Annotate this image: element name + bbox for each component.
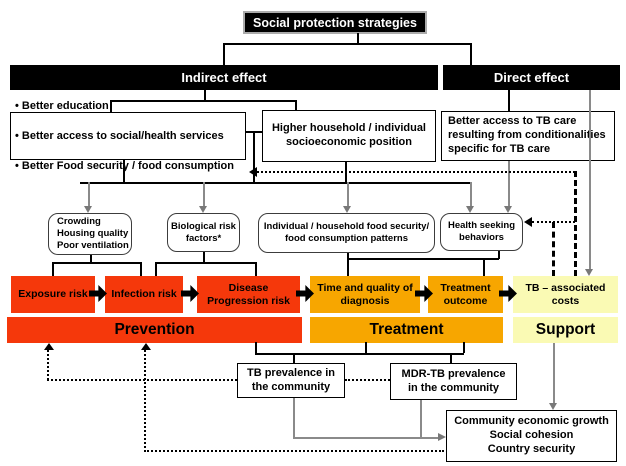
arrow-line bbox=[203, 182, 205, 206]
arrow-left-icon bbox=[249, 167, 257, 177]
connector-line bbox=[155, 262, 157, 276]
arrow-line bbox=[508, 161, 510, 206]
connector-line bbox=[52, 262, 141, 264]
feedback-dotted-line bbox=[345, 379, 390, 381]
connector-line bbox=[470, 43, 472, 65]
connector-line bbox=[450, 353, 452, 363]
connector-line bbox=[498, 251, 500, 259]
arrow-down-icon bbox=[84, 206, 92, 213]
arrow-line bbox=[293, 398, 295, 438]
arrow-line bbox=[470, 182, 472, 206]
connector-line bbox=[293, 353, 295, 363]
connector-line bbox=[204, 90, 206, 100]
arrow-down-icon bbox=[549, 403, 557, 410]
biological-risk-box: Biological risk factors* bbox=[167, 213, 240, 252]
arrow-line bbox=[88, 182, 90, 206]
bullet-icon: • bbox=[15, 129, 19, 142]
connector-line bbox=[508, 90, 510, 111]
connector-line bbox=[110, 100, 296, 102]
arrow-up-icon bbox=[44, 343, 54, 350]
direct-effect-bar: Direct effect bbox=[443, 65, 620, 90]
feedback-dotted-line bbox=[144, 450, 444, 452]
arrow-line bbox=[420, 400, 422, 438]
arrow-line bbox=[293, 437, 438, 439]
community-outcomes-box: Community economic growth Social cohesio… bbox=[446, 410, 617, 462]
connector-line bbox=[347, 258, 499, 260]
arrow-up-icon bbox=[141, 343, 151, 350]
connector-line bbox=[255, 262, 257, 276]
connector-line bbox=[253, 131, 255, 182]
connector-line bbox=[255, 353, 464, 355]
connector-line bbox=[203, 252, 205, 262]
arrow-right-icon bbox=[438, 433, 446, 441]
arrow-line bbox=[553, 343, 555, 403]
connector-line bbox=[80, 182, 471, 184]
living-conditions-box: Crowding Housing quality Poor ventilatio… bbox=[48, 213, 132, 255]
benefit-item: • Better education bbox=[15, 99, 109, 112]
arrow-left-icon bbox=[524, 217, 532, 227]
arrow-down-icon bbox=[504, 206, 512, 213]
tb-costs-box: TB – associated costs bbox=[513, 276, 618, 313]
connector-line bbox=[90, 255, 92, 262]
prevention-bar: Prevention bbox=[7, 317, 302, 343]
feedback-dotted-line bbox=[144, 350, 146, 452]
arrow-line bbox=[589, 90, 591, 269]
connector-line bbox=[365, 342, 367, 353]
benefit-item: • Better Food security / food consumptio… bbox=[15, 159, 234, 172]
food-security-box: Individual / household food security/ fo… bbox=[258, 213, 435, 253]
connector-line bbox=[463, 342, 465, 353]
feedback-dotted-line bbox=[47, 350, 49, 380]
arrow-line bbox=[347, 182, 349, 206]
benefit-item: • Better access to social/health service… bbox=[15, 129, 224, 142]
feedback-dashed-line bbox=[552, 222, 555, 276]
connector-line bbox=[347, 253, 349, 276]
disease-progression-box: Disease Progression risk bbox=[197, 276, 300, 313]
connector-line bbox=[140, 262, 142, 276]
exposure-risk-box: Exposure risk bbox=[11, 276, 95, 313]
connector-line bbox=[123, 160, 125, 182]
benefits-box: • Better education • Better access to so… bbox=[10, 100, 246, 172]
mdr-prevalence-box: MDR-TB prevalence in the community bbox=[390, 363, 517, 400]
connector-line bbox=[357, 33, 359, 43]
tb-care-access-box: Better access to TB care resulting from … bbox=[441, 111, 615, 161]
health-seeking-box: Health seeking behaviors bbox=[440, 213, 523, 251]
connector-line bbox=[155, 262, 256, 264]
infection-risk-box: Infection risk bbox=[105, 276, 183, 313]
bullet-icon: • bbox=[15, 159, 19, 172]
indirect-effect-bar: Indirect effect bbox=[10, 65, 438, 90]
arrow-down-icon bbox=[199, 206, 207, 213]
treatment-outcome-box: Treatment outcome bbox=[428, 276, 503, 313]
connector-line bbox=[255, 342, 257, 353]
treatment-bar: Treatment bbox=[310, 317, 503, 343]
socioeconomic-box: Higher household / individual socioecono… bbox=[262, 110, 436, 162]
feedback-dotted-line bbox=[47, 379, 237, 381]
connector-line bbox=[223, 43, 225, 65]
feedback-dotted-line bbox=[257, 171, 575, 173]
arrow-down-icon bbox=[343, 206, 351, 213]
tb-prevalence-box: TB prevalence in the community bbox=[237, 363, 345, 398]
title-box: Social protection strategies bbox=[243, 11, 427, 34]
arrow-down-icon bbox=[466, 206, 474, 213]
feedback-dashed-line bbox=[574, 171, 577, 276]
connector-line bbox=[52, 262, 54, 276]
connector-line bbox=[483, 258, 485, 276]
connector-line bbox=[295, 100, 297, 110]
connector-line bbox=[223, 43, 471, 45]
bullet-icon: • bbox=[15, 99, 19, 112]
connector-line bbox=[110, 100, 112, 112]
support-bar: Support bbox=[513, 317, 618, 343]
diagnosis-box: Time and quality of diagnosis bbox=[310, 276, 420, 313]
arrow-down-icon bbox=[585, 269, 593, 276]
